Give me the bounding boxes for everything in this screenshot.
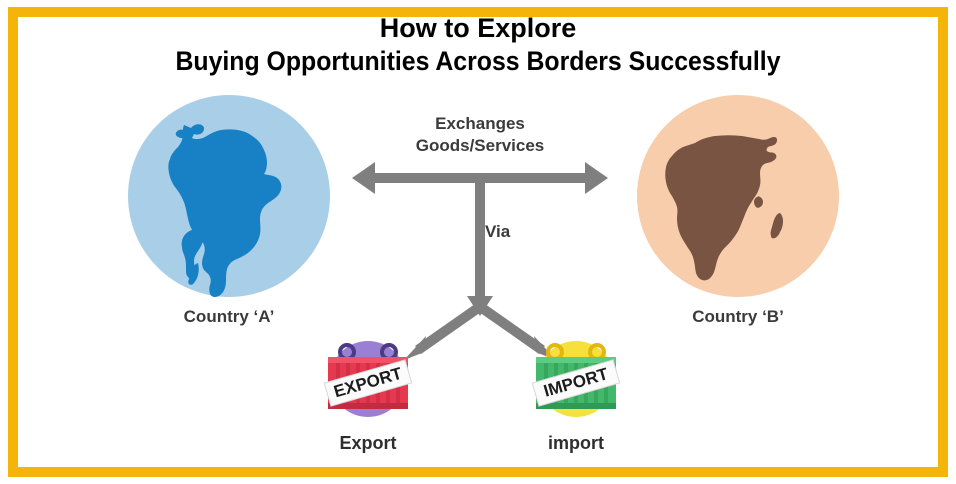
country-a-block: Country ‘A’ <box>114 95 344 327</box>
import-block: IMPORT import <box>496 333 656 454</box>
flow-arrows <box>352 162 608 360</box>
country-b-block: Country ‘B’ <box>623 95 853 327</box>
country-a-globe <box>128 95 330 297</box>
title-line-2: Buying Opportunities Across Borders Succ… <box>175 46 781 76</box>
exchange-label-line-2: Goods/Services <box>415 136 545 155</box>
export-block: EXPORT Export <box>288 333 448 454</box>
page-title: How to Explore Buying Opportunities Acro… <box>0 12 956 78</box>
exchange-label-line-1: Exchanges <box>435 114 525 133</box>
south-america-map-icon <box>168 124 282 297</box>
export-icon-wrap: EXPORT <box>320 333 416 429</box>
title-line-1: How to Explore <box>379 13 577 43</box>
import-label: import <box>548 433 604 453</box>
amber-frame-border <box>8 7 948 477</box>
exchange-label: Exchanges Goods/Services <box>355 113 605 157</box>
country-a-label: Country ‘A’ <box>183 307 275 326</box>
export-container-icon: EXPORT <box>323 341 413 417</box>
export-branch-arrow <box>404 303 481 360</box>
country-b-label: Country ‘B’ <box>692 307 784 326</box>
import-container-icon: IMPORT <box>531 341 621 417</box>
import-icon-wrap: IMPORT <box>528 333 624 429</box>
via-label: Via <box>485 222 511 241</box>
export-label: Export <box>339 433 397 453</box>
via-down-arrow <box>467 178 493 316</box>
africa-map-icon <box>665 135 783 281</box>
country-b-globe <box>637 95 839 297</box>
